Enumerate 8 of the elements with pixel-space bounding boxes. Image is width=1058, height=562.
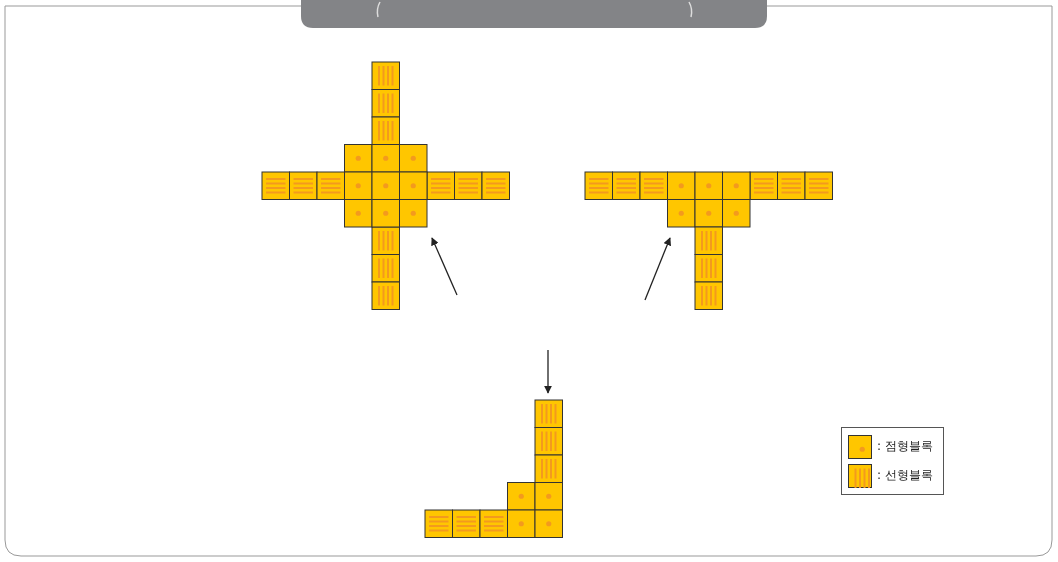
arrow xyxy=(544,349,552,394)
legend-label: : 선형블록 xyxy=(877,467,933,484)
arrow xyxy=(644,237,671,301)
tactile-paving-drawing xyxy=(261,61,511,311)
tactile-paving-drawing xyxy=(424,399,564,539)
tactile-paving-drawing xyxy=(584,171,834,311)
legend-label: : 점형블록 xyxy=(877,438,933,455)
arrow xyxy=(431,237,458,296)
